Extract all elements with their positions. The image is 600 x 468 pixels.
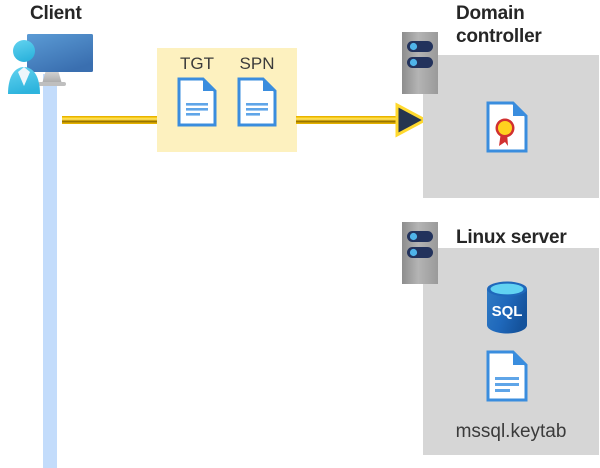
token-spn: SPN [229,54,285,127]
svg-text:SQL: SQL [492,303,523,320]
token-tgt-icon-wrap [169,77,225,127]
sql-database-icon: SQL [484,280,530,334]
certificate-icon [486,101,528,153]
client-lifeline [43,74,57,468]
server-rack-icon [402,222,438,284]
arrow-line-left [62,116,158,124]
linux-server-title: Linux server [456,227,567,248]
domain-controller-title: Domain controller [456,2,596,48]
token-spn-label: SPN [239,54,275,73]
kerberos-token-panel: TGT SPN [157,48,297,152]
keytab-document-icon [486,350,528,402]
document-icon [177,77,217,127]
document-icon [237,77,277,127]
client-title: Client [30,3,82,24]
domain-controller-title-line2: controller [456,26,542,47]
keytab-filename-label: mssql.keytab [455,421,567,442]
client-computer-icon [2,24,94,96]
token-tgt-label: TGT [180,54,214,73]
domain-controller-title-line1: Domain [456,3,525,24]
server-rack-icon [402,32,438,94]
token-spn-icon-wrap [229,77,285,127]
token-tgt: TGT [169,54,225,127]
arrow-line-right [296,116,398,124]
arrow-head-icon [395,102,429,138]
